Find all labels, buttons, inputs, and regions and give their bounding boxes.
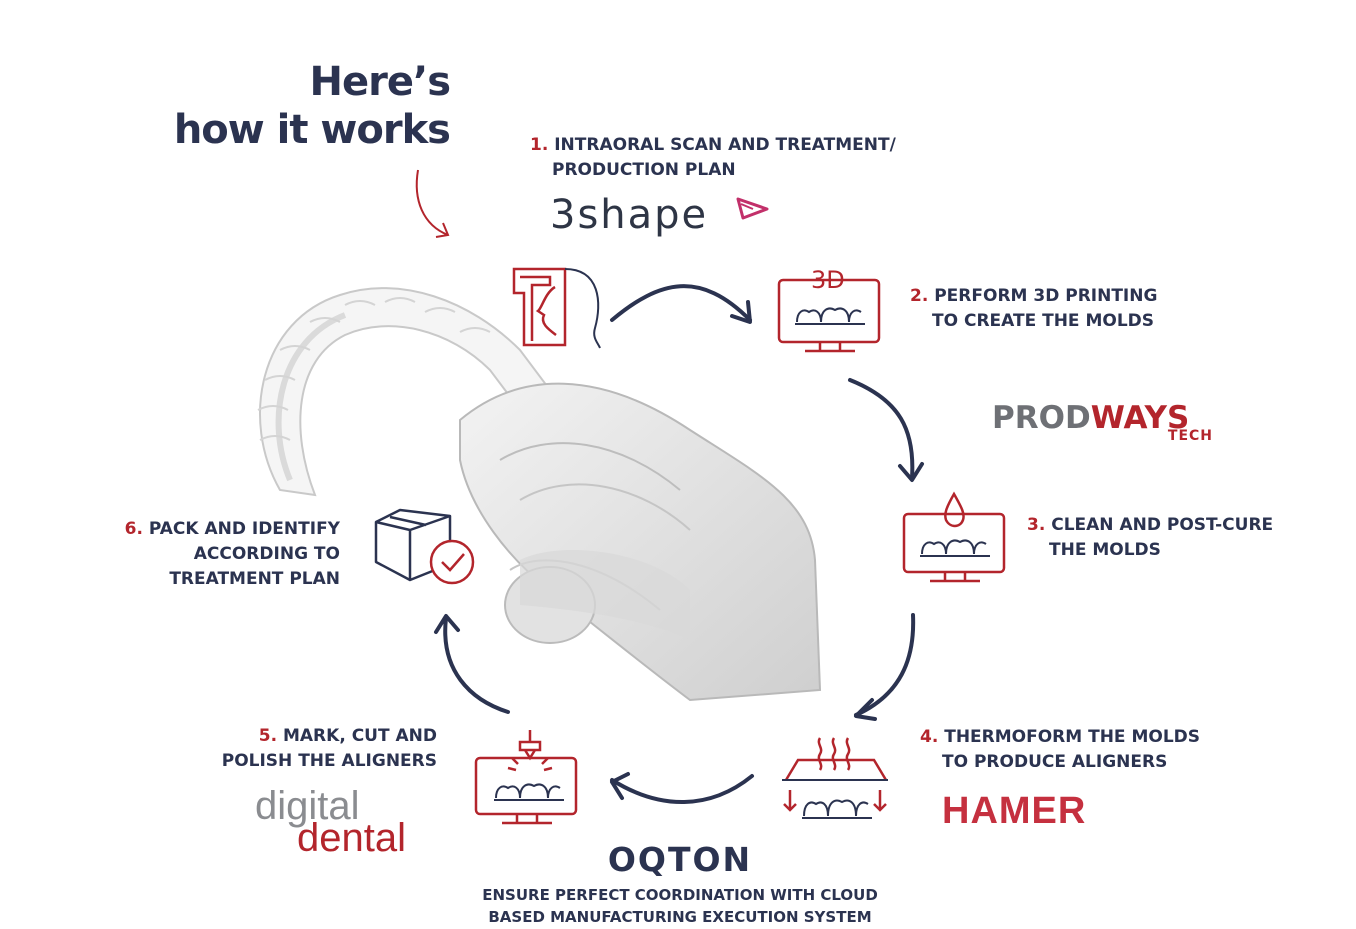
step-4-line-1: THERMOFORM THE MOLDS xyxy=(944,727,1201,747)
arrow-1-to-2 xyxy=(610,284,752,322)
clean-cure-icon xyxy=(902,491,1006,583)
arrow-3-to-4 xyxy=(854,613,916,717)
step-4-number: 4. xyxy=(920,727,939,747)
step-2-line-2: TO CREATE THE MOLDS xyxy=(932,311,1155,331)
laser-mark-icon xyxy=(474,730,578,825)
logo-digital-dental: digital dental xyxy=(255,784,406,860)
logo-oqton: OQTON xyxy=(580,840,780,879)
step-5-label: 5. MARK, CUT AND POLISH THE ALIGNERS xyxy=(180,724,437,774)
step-3-label: 3. CLEAN AND POST-CURE THE MOLDS xyxy=(1027,513,1273,563)
arrow-5-to-6 xyxy=(443,616,510,714)
logo-hamer: HAMER xyxy=(942,790,1086,833)
headline-line-1: Here’s xyxy=(309,59,451,105)
step-5-line-2: POLISH THE ALIGNERS xyxy=(221,751,437,771)
step-6-label: 6. PACK AND IDENTIFY ACCORDING TO TREATM… xyxy=(100,517,340,592)
logo-digital: digital xyxy=(255,784,360,828)
step-3-number: 3. xyxy=(1027,515,1046,535)
3shape-triangle-icon xyxy=(736,197,769,220)
step-6-line-1: PACK AND IDENTIFY xyxy=(148,519,340,539)
footer-text: ENSURE PERFECT COORDINATION WITH CLOUD B… xyxy=(430,884,930,928)
package-check-icon xyxy=(374,508,475,585)
step-5-line-1: MARK, CUT AND xyxy=(282,726,437,746)
step-2-label: 2. PERFORM 3D PRINTING TO CREATE THE MOL… xyxy=(910,284,1157,334)
printer-3d-icon: 3D xyxy=(777,266,881,353)
footer-line-2: BASED MANUFACTURING EXECUTION SYSTEM xyxy=(488,908,872,926)
step-6-number: 6. xyxy=(124,519,143,539)
step-2-number: 2. xyxy=(910,286,929,306)
step-3-line-1: CLEAN AND POST-CURE xyxy=(1051,515,1274,535)
aligner-illustration xyxy=(257,287,822,702)
footer-line-1: ENSURE PERFECT COORDINATION WITH CLOUD xyxy=(482,886,878,904)
3d-label: 3D xyxy=(811,266,845,294)
logo-3shape: 3shape xyxy=(550,192,708,238)
logo-hamer-text: HAMER xyxy=(942,790,1087,832)
step-1-line-1: INTRAORAL SCAN AND TREATMENT/ xyxy=(554,135,896,155)
step-4-line-2: TO PRODUCE ALIGNERS xyxy=(942,752,1168,772)
pointer-arrow xyxy=(415,169,450,238)
step-6-line-2: ACCORDING TO xyxy=(193,544,340,564)
arrow-2-to-3 xyxy=(848,378,915,480)
logo-prodways-a: PROD xyxy=(992,400,1091,436)
step-1-label: 1. INTRAORAL SCAN AND TREATMENT/ PRODUCT… xyxy=(530,133,896,183)
step-2-line-1: PERFORM 3D PRINTING xyxy=(934,286,1158,306)
thermoform-icon xyxy=(782,737,888,819)
logo-prodways: PRODWAYS TECH xyxy=(992,400,1217,444)
step-5-number: 5. xyxy=(258,726,278,746)
step-1-line-2: PRODUCTION PLAN xyxy=(552,160,736,180)
headline-line-2: how it works xyxy=(173,107,451,153)
logo-dental: dental xyxy=(297,816,406,860)
logo-oqton-text: OQTON xyxy=(607,840,753,879)
arrow-4-to-5 xyxy=(610,774,754,804)
step-4-label: 4. THERMOFORM THE MOLDS TO PRODUCE ALIGN… xyxy=(920,725,1200,775)
step-3-line-2: THE MOLDS xyxy=(1049,540,1161,560)
logo-3shape-text: 3shape xyxy=(550,192,709,238)
step-6-line-3: TREATMENT PLAN xyxy=(169,569,340,589)
headline: Here’s how it works xyxy=(120,58,451,154)
scanner-icon xyxy=(512,267,601,349)
logo-prodways-b: WAYS xyxy=(1090,400,1190,436)
step-1-number: 1. xyxy=(530,135,549,155)
logo-prodways-tech: TECH xyxy=(1167,428,1213,444)
